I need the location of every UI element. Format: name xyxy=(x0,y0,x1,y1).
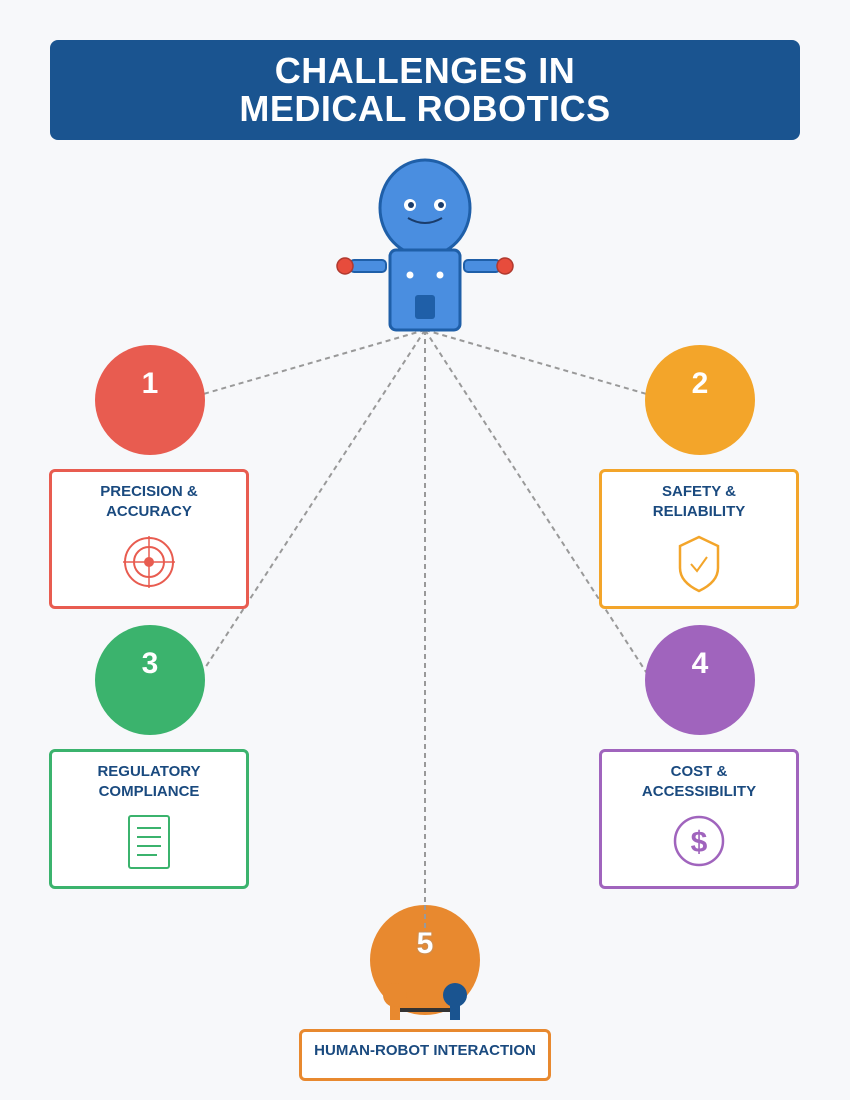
target-icon xyxy=(123,536,175,588)
challenge-card-cost: COST & ACCESSIBILITY $ xyxy=(599,749,799,889)
challenge-label-4-line-2: ACCESSIBILITY xyxy=(641,783,757,800)
connector-line-2 xyxy=(424,329,651,396)
connector-line-1 xyxy=(199,329,426,396)
title-line-1: CHALLENGES IN xyxy=(274,50,576,91)
number-circle-3: 3 xyxy=(95,625,205,735)
challenge-label-3-line-2: COMPLIANCE xyxy=(98,783,200,800)
challenge-label-2: SAFETY & RELIABILITY xyxy=(653,482,746,522)
connector-line-4 xyxy=(424,329,649,676)
challenge-label-2-line-1: SAFETY & xyxy=(662,483,736,500)
shield-check-icon xyxy=(678,535,720,593)
challenge-card-human-robot: HUMAN-ROBOT INTERACTION xyxy=(299,1029,551,1081)
challenge-card-regulatory: REGULATORY COMPLIANCE xyxy=(49,749,249,889)
title-line-2: MEDICAL ROBOTICS xyxy=(239,88,611,129)
challenge-label-3: REGULATORY COMPLIANCE xyxy=(97,762,200,802)
svg-text:$: $ xyxy=(691,826,708,859)
challenge-label-1-line-1: PRECISION & xyxy=(100,483,198,500)
number-circle-2: 2 xyxy=(645,345,755,455)
challenge-card-precision: PRECISION & ACCURACY xyxy=(49,469,249,609)
challenge-label-3-line-1: REGULATORY xyxy=(97,763,201,780)
challenge-label-4-line-1: COST & xyxy=(670,763,728,780)
number-circle-5: 5 xyxy=(416,927,434,960)
title-banner: CHALLENGES IN MEDICAL ROBOTICS xyxy=(50,40,800,140)
challenge-label-4: COST & ACCESSIBILITY xyxy=(642,762,756,802)
challenge-label-2-line-2: RELIABILITY xyxy=(652,503,746,520)
challenge-label-1-line-2: ACCURACY xyxy=(106,503,192,520)
robot-icon xyxy=(336,158,514,332)
number-circle-1: 1 xyxy=(95,345,205,455)
challenge-label-1: PRECISION & ACCURACY xyxy=(100,482,198,522)
connector-lines xyxy=(199,329,651,935)
number-circle-4: 4 xyxy=(645,625,755,735)
challenge-card-safety: SAFETY & RELIABILITY xyxy=(599,469,799,609)
dollar-icon: $ xyxy=(673,815,725,867)
document-icon xyxy=(128,815,170,869)
connector-line-3 xyxy=(204,329,426,669)
challenge-label-5: HUMAN-ROBOT INTERACTION xyxy=(314,1042,536,1059)
